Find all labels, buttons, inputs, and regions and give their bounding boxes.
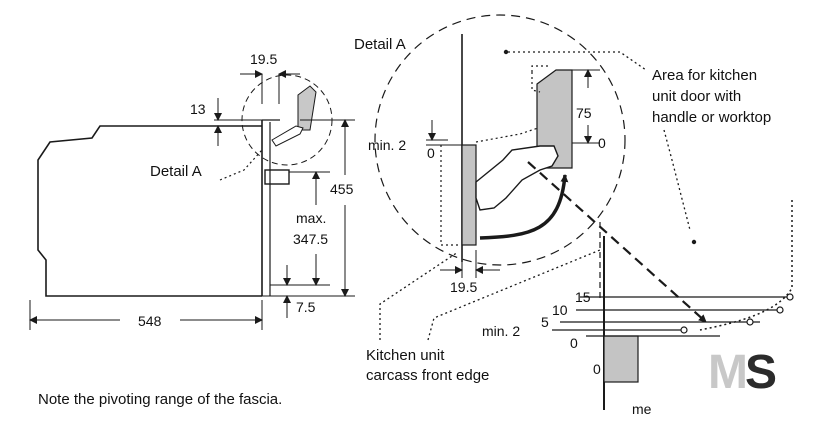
area-note-dot-bottom: [691, 239, 697, 245]
dim-75-label: 75: [576, 105, 592, 121]
hinge-arm: [475, 145, 559, 211]
dim-19-5-top-label: 19.5: [250, 51, 277, 67]
logo-letter-s: S: [745, 346, 777, 399]
pivot-arrow: [479, 174, 569, 240]
dim-548: [29, 300, 263, 330]
oven-body-outline: [37, 125, 262, 297]
dim-19-5-detail: [440, 250, 500, 278]
dim-max-label: max.: [296, 210, 326, 226]
carcass-leader-1: [379, 251, 459, 340]
door-dotted-side: [531, 72, 541, 93]
area-note-line1: Area for kitchen: [652, 67, 757, 84]
dim-19-5-detail-label: 19.5: [450, 279, 477, 295]
dim-13: [214, 98, 262, 146]
detail-a-side-leader: [219, 149, 263, 181]
dim-7-5-label: 7.5: [296, 299, 316, 315]
dim-347-5-label: 347.5: [293, 231, 328, 247]
carcass-label-line2: carcass front edge: [366, 367, 489, 384]
dim-19-5-top: [240, 70, 300, 104]
dim-10-label: 10: [552, 302, 568, 318]
partial-word-label: me: [632, 401, 652, 417]
oven-side-view: [37, 119, 290, 297]
fascia-dotted-outline: [440, 145, 458, 246]
detail-a-circle-large: [374, 14, 626, 266]
ms-logo: M S: [708, 346, 777, 399]
area-note-line3: handle or worktop: [652, 109, 771, 126]
dim-13-label: 13: [190, 101, 206, 117]
area-note-leader-top: [508, 51, 647, 71]
area-note-line2: unit door with: [652, 88, 741, 105]
pivot-range-view: [552, 200, 794, 410]
dim-455-label: 455: [330, 181, 354, 197]
area-note-dot-top: [503, 49, 509, 55]
dim-min2-detail-arrows: [426, 120, 462, 146]
oven-handle-knob: [264, 169, 290, 185]
dim-0-small-label: 0: [593, 361, 601, 377]
detail-a-top-label: Detail A: [354, 36, 406, 53]
dim-min2-lower-label: min. 2: [482, 323, 520, 339]
logo-letter-m: M: [708, 346, 748, 399]
hinge-dotted: [475, 127, 539, 143]
area-note-leader-bottom: [663, 129, 691, 231]
dim-455: [290, 119, 355, 297]
detail-a-side-label: Detail A: [150, 163, 202, 180]
detail-link-diagonal: [527, 161, 707, 323]
dim-min2-detail-label: min. 2: [368, 137, 406, 153]
fascia-panel: [461, 144, 477, 246]
dim-5-label: 5: [541, 314, 549, 330]
dim-15-label: 15: [575, 289, 591, 305]
door-dotted-outline: [531, 65, 548, 72]
dim-75: [572, 69, 600, 144]
dim-0-lower-label: 0: [570, 335, 578, 351]
carcass-label-line1: Kitchen unit: [366, 347, 445, 364]
small-door-fascia: [271, 85, 317, 147]
dim-0-handle-label: 0: [598, 135, 606, 151]
note-text: Note the pivoting range of the fascia.: [38, 391, 282, 408]
dim-347-5: [270, 171, 330, 286]
dim-0-detail-label: 0: [427, 145, 435, 161]
dim-548-label: 548: [138, 313, 162, 329]
